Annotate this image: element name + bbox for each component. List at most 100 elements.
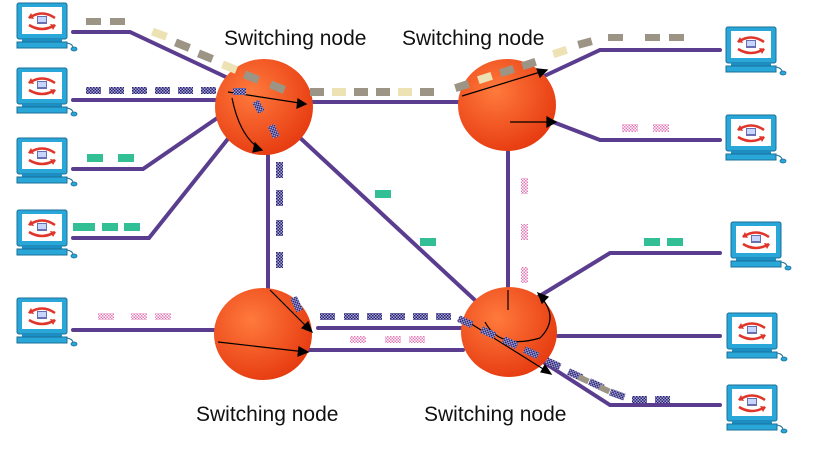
route-arrowhead-icon <box>296 97 308 109</box>
packet <box>632 396 647 403</box>
packet <box>110 18 125 25</box>
computer-terminal-icon <box>15 208 79 260</box>
node-label-top-left: Switching node <box>224 27 367 50</box>
packet <box>151 27 168 41</box>
packet <box>269 80 286 94</box>
packet <box>118 154 134 162</box>
packet <box>479 326 497 340</box>
packet <box>669 34 684 41</box>
node-label-bottom-left: Switching node <box>196 403 339 426</box>
packet <box>501 336 519 350</box>
packet <box>375 190 391 198</box>
packet <box>385 336 401 343</box>
node-label-top-right: Switching node <box>402 27 545 50</box>
packet <box>413 313 428 320</box>
packet <box>201 87 216 94</box>
packet <box>344 313 359 320</box>
terminals <box>15 1 793 435</box>
packet <box>276 162 283 178</box>
computer-terminal-icon <box>15 296 79 348</box>
packet <box>86 18 101 25</box>
packets-teal-stream <box>73 154 683 246</box>
packet <box>420 238 436 246</box>
switching-node-top-left <box>215 59 313 155</box>
packet <box>332 88 346 96</box>
packet <box>98 313 114 320</box>
packet <box>267 123 280 139</box>
computer-terminal-icon <box>725 383 789 435</box>
packet <box>131 313 147 320</box>
node-label-bottom-right: Switching node <box>424 403 567 426</box>
computer-terminal-icon <box>15 1 79 53</box>
packet <box>521 224 528 240</box>
packet <box>390 313 405 320</box>
packets-pink-stream <box>98 124 669 343</box>
packet <box>436 313 451 320</box>
packet <box>73 223 95 231</box>
route-arrow-br-in <box>464 319 549 373</box>
packet <box>350 336 366 343</box>
link-terminal-8 <box>536 251 722 299</box>
packet <box>577 374 590 385</box>
packet <box>608 34 623 41</box>
route-arrow-bl-upper <box>269 289 311 331</box>
computer-terminal-icon <box>724 113 788 165</box>
computer-terminal-icon <box>724 25 788 77</box>
link-terminal-3 <box>71 110 228 171</box>
packet <box>276 252 283 268</box>
packet <box>420 88 434 96</box>
link-tl-br <box>295 133 480 305</box>
route-arrowhead-icon <box>536 291 550 305</box>
packet <box>197 49 214 63</box>
route-arrows <box>217 68 558 375</box>
packet <box>454 80 470 92</box>
packet <box>354 88 368 96</box>
packet <box>552 46 568 58</box>
packet <box>521 267 528 283</box>
packet <box>174 38 191 52</box>
computer-terminal-icon <box>15 136 79 188</box>
packet <box>290 295 304 313</box>
packet <box>243 70 260 84</box>
packet <box>276 220 283 236</box>
route-arrow-bl-lower <box>217 341 307 353</box>
packet <box>233 88 246 95</box>
packets-tan-taupe-stream <box>86 18 684 96</box>
packet <box>499 65 515 77</box>
packet <box>109 87 124 94</box>
packet <box>320 313 335 320</box>
packet <box>252 99 265 114</box>
packet <box>667 238 683 246</box>
route-arrowhead-icon <box>297 346 310 357</box>
packet <box>653 124 669 132</box>
packet <box>398 88 412 96</box>
packet <box>645 34 660 41</box>
link-terminal-6 <box>538 48 722 80</box>
switching-node-bottom-left <box>214 288 312 380</box>
packet <box>155 87 170 94</box>
computer-terminal-icon <box>725 311 789 363</box>
packet <box>622 124 638 132</box>
packet <box>598 384 611 395</box>
computer-terminal-icon <box>729 220 793 272</box>
links <box>71 30 722 407</box>
packet <box>221 60 238 74</box>
packet <box>456 315 474 329</box>
packet <box>178 87 193 94</box>
route-arrowhead-icon <box>252 141 264 153</box>
packet <box>522 346 540 360</box>
packet <box>310 88 324 96</box>
link-terminal-1 <box>71 30 230 80</box>
link-terminal-7 <box>551 120 722 142</box>
packet <box>655 396 670 403</box>
packet <box>155 313 171 320</box>
computer-terminal-icon <box>15 66 79 118</box>
route-arrowhead-icon <box>540 363 553 375</box>
packet <box>376 88 390 96</box>
packet <box>644 238 660 246</box>
link-terminal-4 <box>71 128 237 240</box>
packet <box>521 58 537 70</box>
packet <box>87 154 103 162</box>
